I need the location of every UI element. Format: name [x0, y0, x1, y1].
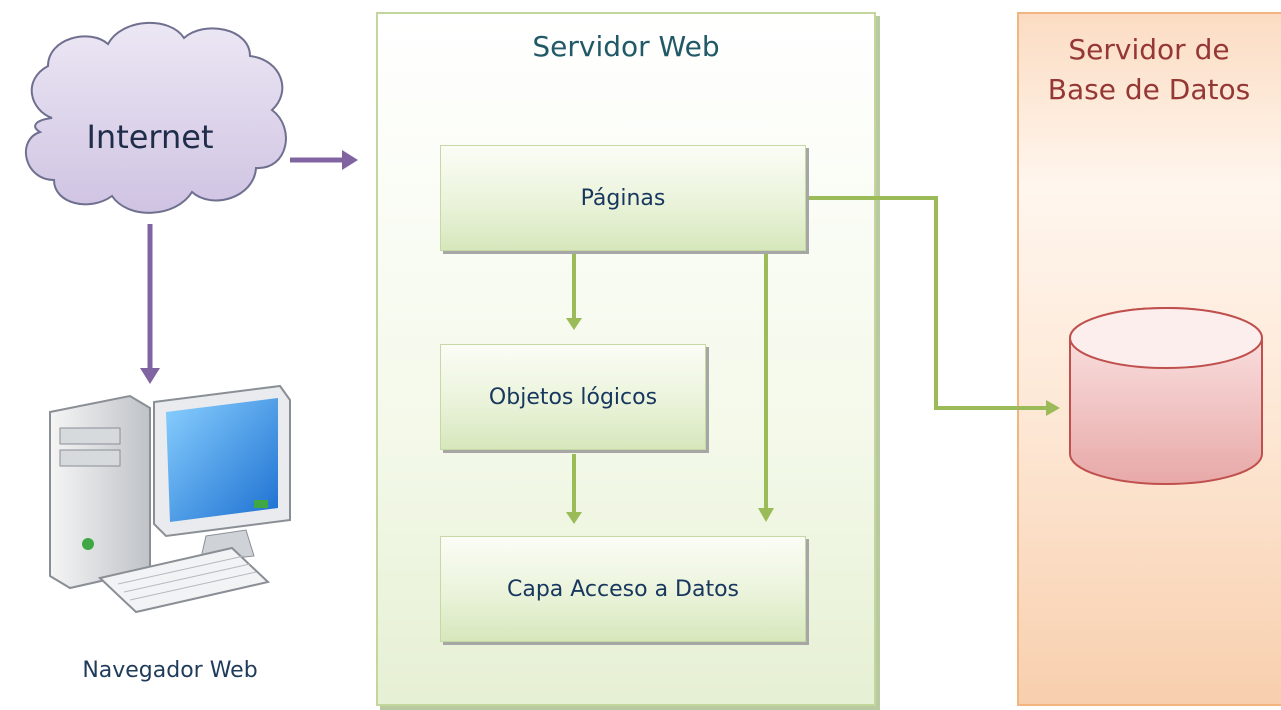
- paginas-to-capa-arrow: [758, 254, 774, 522]
- paginas-to-database-arrow: [808, 196, 1060, 416]
- web-server-title: Servidor Web: [532, 30, 720, 63]
- database-server-title-line1: Servidor de: [1068, 33, 1230, 66]
- internet-to-webserver-arrow: [290, 150, 358, 170]
- internet-to-browser-arrow: [140, 224, 160, 384]
- capa-acceso-datos-box: Capa Acceso a Datos: [440, 536, 806, 642]
- paginas-to-objetos-arrow: [566, 254, 582, 330]
- objetos-to-capa-arrow: [566, 454, 582, 524]
- internet-cloud-icon: [24, 21, 287, 214]
- database-server-title: Servidor de Base de Datos: [1017, 30, 1281, 110]
- objetos-logicos-box: Objetos lógicos: [440, 344, 706, 450]
- computer-icon: [49, 384, 291, 614]
- paginas-label: Páginas: [580, 185, 666, 211]
- objetos-logicos-label: Objetos lógicos: [488, 384, 658, 410]
- navegador-web-label: Navegador Web: [82, 658, 258, 683]
- database-cylinder-icon: [1069, 307, 1263, 485]
- internet-label: Internet: [86, 118, 214, 156]
- capa-acceso-datos-label: Capa Acceso a Datos: [506, 576, 740, 602]
- database-server-title-line2: Base de Datos: [1047, 73, 1251, 106]
- paginas-box: Páginas: [440, 145, 806, 251]
